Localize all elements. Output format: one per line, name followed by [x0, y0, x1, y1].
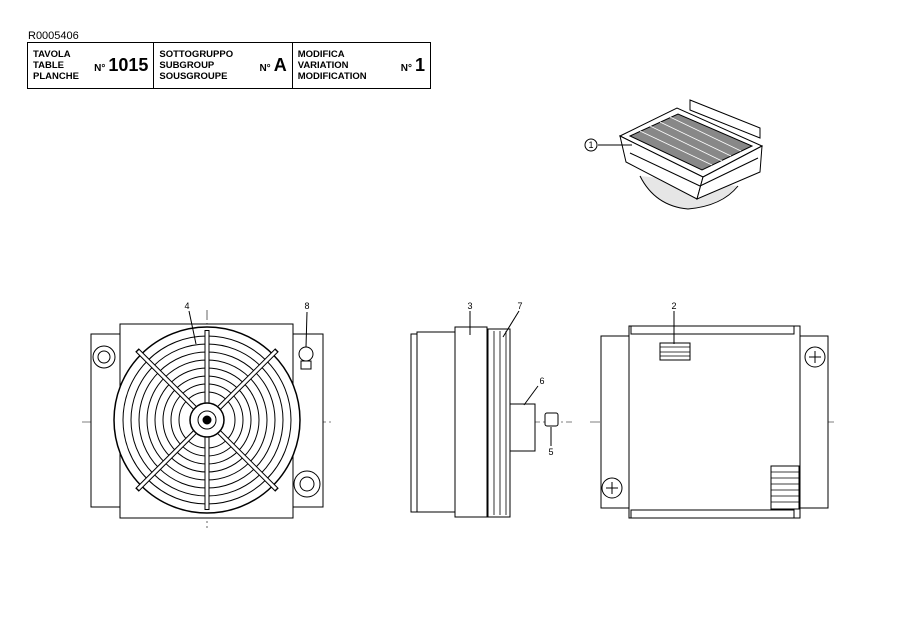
side-callout-7: 7: [517, 301, 522, 311]
subgroup-label-en: SUBGROUP: [159, 60, 215, 71]
front-hub-inner: [197, 410, 217, 430]
iso-right-face: [696, 145, 763, 200]
table-number-prefix: N°: [94, 63, 106, 74]
table-number: N° 1015: [94, 55, 148, 76]
table-label-fr: PLANCHE: [33, 71, 79, 82]
title-block: TAVOLA TABLE PLANCHE N° 1015 SOTTOGRUPPO…: [27, 42, 431, 89]
front-callout-4: 4: [184, 301, 189, 311]
subgroup-cell: SOTTOGRUPPO SUBGROUP SOUSGROUPE N° A: [153, 43, 291, 88]
side-guard-lines: [493, 331, 507, 515]
modification-number-prefix: N°: [400, 63, 412, 74]
subgroup-label-it: SOTTOGRUPPO: [159, 49, 234, 60]
back-callout-2: 2: [671, 301, 676, 311]
back-port-top-cross: [809, 351, 821, 363]
front-plug-base: [300, 360, 312, 370]
back-label-bottom: [770, 465, 800, 510]
side-callout-5: 5: [548, 447, 553, 457]
side-leader-6: [523, 385, 539, 406]
table-labels: TAVOLA TABLE PLANCHE: [33, 49, 79, 82]
back-right-bracket: [799, 335, 829, 509]
subgroup-labels: SOTTOGRUPPO SUBGROUP SOUSGROUPE: [159, 49, 233, 82]
side-callout-3: 3: [467, 301, 472, 311]
front-hole-right: [293, 470, 321, 498]
isometric-view: 1: [584, 99, 764, 210]
table-label-it: TAVOLA: [33, 49, 71, 60]
modification-label-fr: MODIFICATION: [297, 71, 367, 82]
side-frame: [454, 326, 488, 518]
iso-callout-circle: [584, 138, 598, 152]
table-label-en: TABLE: [33, 60, 64, 71]
front-hole-left: [92, 345, 116, 369]
document-code: R0005406: [28, 30, 79, 42]
side-callout-6: 6: [539, 376, 544, 386]
front-plug: [298, 346, 314, 362]
front-leader-8: [305, 311, 308, 348]
modification-labels: MODIFICA VARIATION MODIFICATION: [298, 49, 367, 82]
modification-label-it: MODIFICA: [297, 49, 345, 60]
iso-callout-label: 1: [588, 140, 593, 150]
iso-grille-lines: [639, 116, 742, 166]
subgroup-label-fr: SOUSGROUPE: [159, 71, 228, 82]
iso-flange-left: [689, 99, 761, 139]
side-bracket: [410, 333, 418, 513]
modification-number: N° 1: [401, 55, 425, 76]
subgroup-number-prefix: N°: [259, 63, 271, 74]
table-number-value: 1015: [108, 55, 149, 75]
side-core: [416, 331, 456, 513]
side-view: 3 7 6 5: [410, 301, 572, 518]
front-hole-left-inner: [97, 350, 111, 364]
iso-radiator-grille: [628, 113, 754, 171]
front-view: 4 8: [82, 301, 332, 528]
table-cell: TAVOLA TABLE PLANCHE N° 1015: [28, 43, 153, 88]
subgroup-number: N° A: [259, 55, 286, 76]
subgroup-number-value: A: [273, 55, 287, 75]
side-guard: [487, 328, 511, 518]
modification-label-en: VARIATION: [297, 60, 349, 71]
front-callout-8: 8: [304, 301, 309, 311]
side-cap: [544, 412, 559, 427]
back-label-top: [659, 342, 691, 361]
iso-side-line: [629, 152, 701, 187]
back-label-bottom-lines: [771, 471, 799, 503]
modification-number-value: 1: [414, 55, 425, 75]
back-view: 2: [590, 301, 835, 519]
front-leader-4: [188, 310, 197, 345]
back-port-bottom-cross: [606, 482, 618, 494]
back-bottom-flange: [630, 509, 795, 519]
side-leader-7: [502, 310, 520, 338]
back-top-flange: [630, 325, 795, 335]
front-hole-right-inner: [299, 476, 315, 492]
back-label-top-lines: [660, 346, 690, 357]
front-hub-center: [202, 415, 212, 425]
iso-side-line-2: [699, 157, 759, 187]
modification-cell: MODIFICA VARIATION MODIFICATION N° 1: [291, 43, 430, 88]
side-motor: [509, 403, 536, 452]
